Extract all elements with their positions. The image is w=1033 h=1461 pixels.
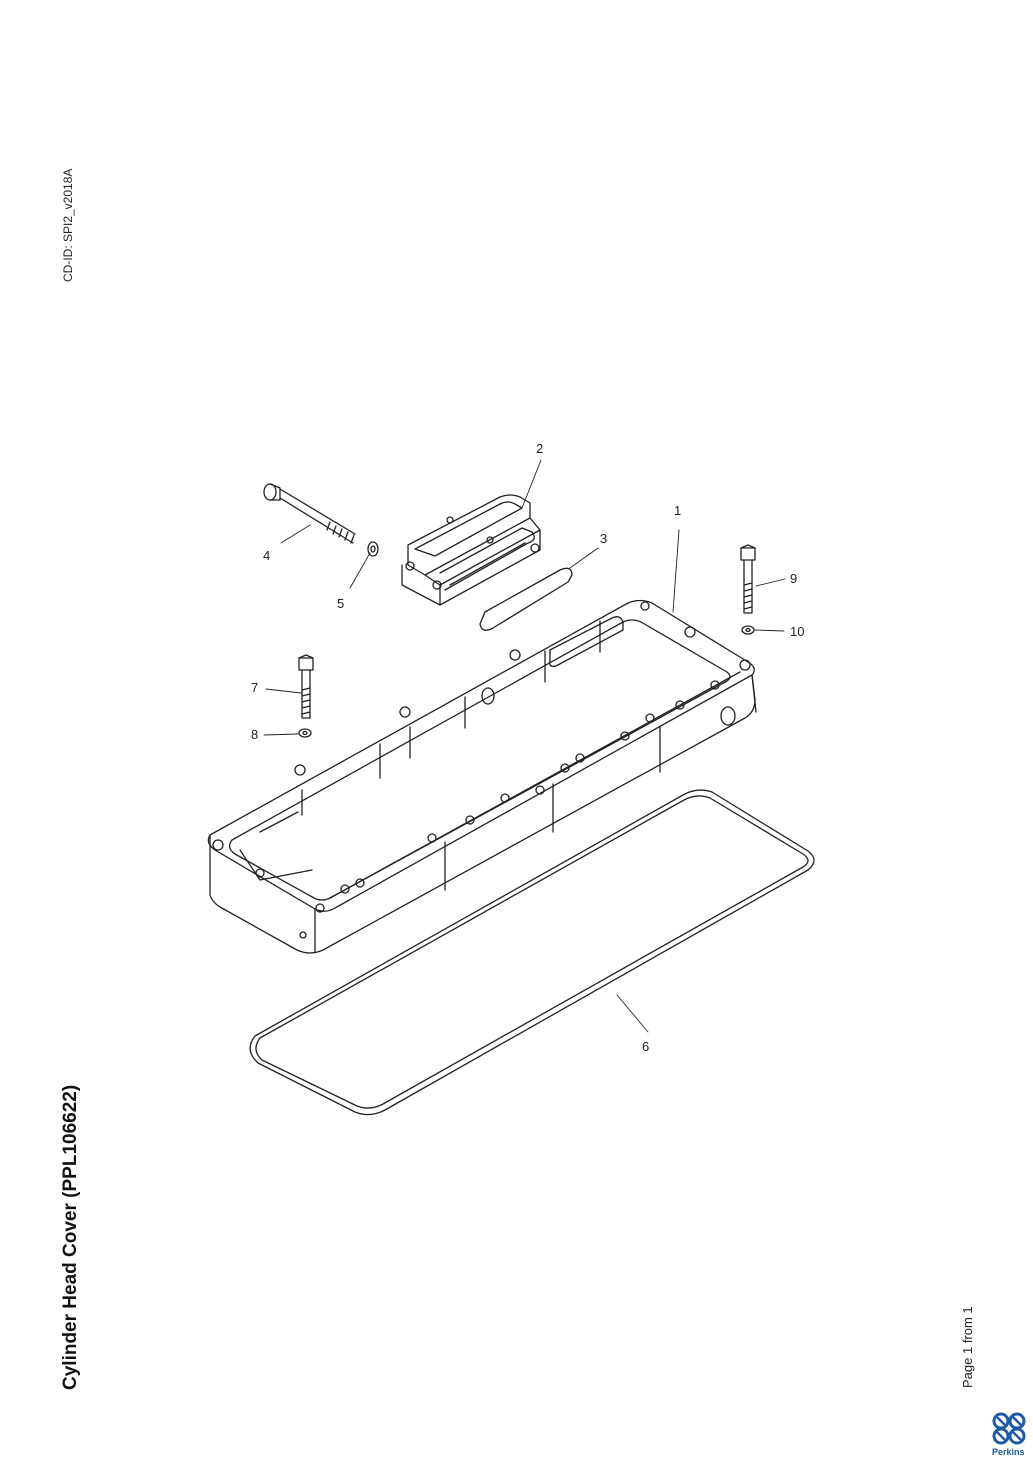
callout-6: 6 xyxy=(642,1039,649,1054)
washer-part-5 xyxy=(367,541,379,557)
callout-2: 2 xyxy=(536,441,543,456)
callout-4: 4 xyxy=(263,548,270,563)
callout-7: 7 xyxy=(251,680,258,695)
long-bolt-part-4 xyxy=(263,483,356,544)
leader-lines xyxy=(263,459,786,1033)
washer-part-8 xyxy=(298,728,312,738)
gasket-part-6 xyxy=(249,789,815,1116)
callout-1: 1 xyxy=(674,503,681,518)
callout-10: 10 xyxy=(790,624,804,639)
cover-frame-part-1 xyxy=(207,599,757,954)
bolt-part-7 xyxy=(298,654,314,719)
brand-name: Perkins xyxy=(992,1447,1025,1457)
perkins-logo-icon xyxy=(992,1412,1026,1445)
callout-3: 3 xyxy=(600,531,607,546)
callout-5: 5 xyxy=(337,596,344,611)
seal-part-3 xyxy=(479,567,573,631)
breather-housing-part-2 xyxy=(401,494,541,606)
callout-9: 9 xyxy=(790,571,797,586)
bolt-part-9 xyxy=(740,544,756,614)
washer-part-10 xyxy=(741,625,755,635)
callout-8: 8 xyxy=(251,727,258,742)
